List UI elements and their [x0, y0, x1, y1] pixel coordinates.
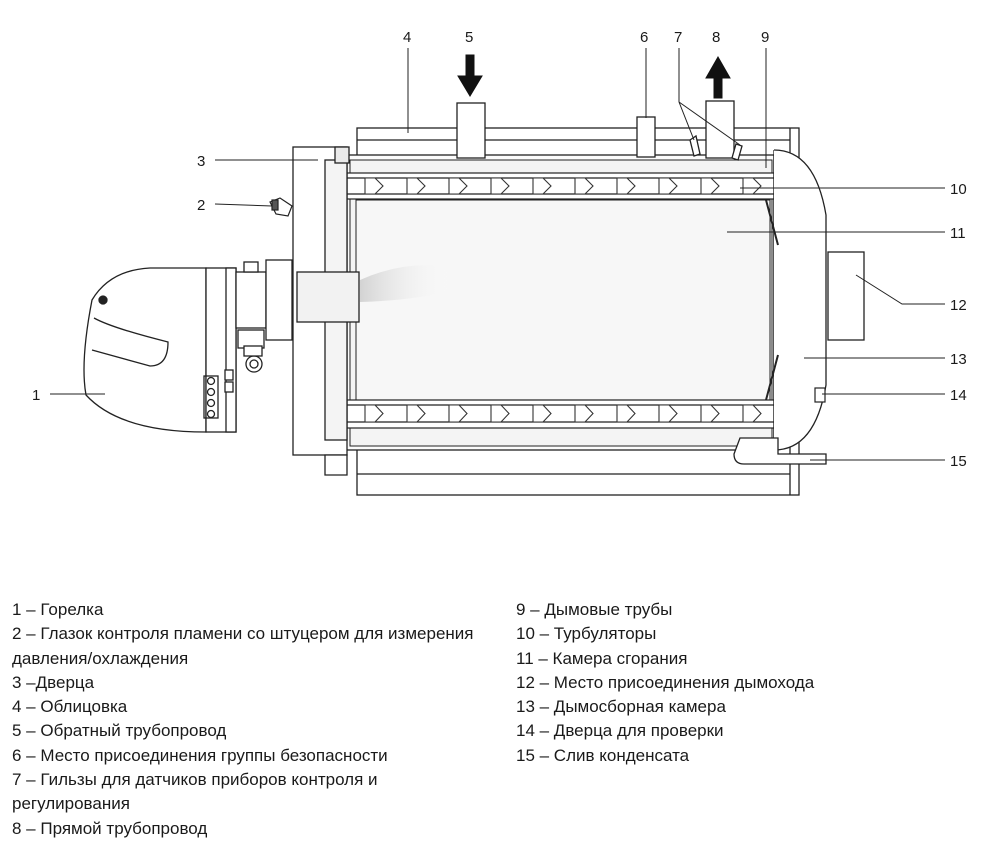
- legend-item-8: 8 – Прямой трубопровод: [12, 818, 208, 838]
- callout-1: 1: [32, 387, 40, 404]
- callout-13: 13: [950, 351, 967, 368]
- callout-3: 3: [197, 153, 205, 170]
- smoke-chamber: [765, 149, 827, 451]
- bottom-smoke-tube: [345, 399, 775, 429]
- legend-item-14: 14 – Дверца для проверки: [516, 721, 724, 741]
- burner: [83, 259, 293, 433]
- legend-item-9: 9 – Дымовые трубы: [516, 600, 673, 619]
- callout-15: 15: [950, 453, 967, 470]
- callout-9: 9: [761, 29, 769, 46]
- legend-item-15: 15 – Слив конденсата: [516, 745, 690, 765]
- callout-7: 7: [674, 29, 682, 46]
- legend-right-column: 9 – Дымовые трубы 10 – Турбуляторы 11 – …: [516, 598, 956, 768]
- legend-item-11: 11 – Камера сгорания: [516, 648, 688, 668]
- legend-item-10: 10 – Турбуляторы: [516, 624, 657, 644]
- legend-item-13: 13 – Дымосборная камера: [516, 697, 726, 717]
- boiler-cross-section-diagram: 1 2 3 4 5 6 7 8 9 10 11 12 13 14 15: [32, 29, 967, 496]
- flame-inspection-glass: [269, 197, 293, 217]
- front-door: [292, 146, 360, 476]
- legend-item-3: 3 –Дверца: [12, 672, 95, 692]
- callout-5: 5: [465, 29, 473, 46]
- legend-item-12: 12 – Место присоединения дымохода: [516, 672, 815, 692]
- legend-item-1: 1 – Горелка: [12, 600, 104, 619]
- legend-item-5: 5 – Обратный трубопровод: [12, 721, 227, 741]
- top-pipes: [456, 100, 743, 161]
- flow-arrows: [457, 54, 731, 99]
- callout-12: 12: [950, 297, 967, 314]
- legend-item-7: 7 – Гильзы для датчиков приборов контрол…: [12, 770, 378, 814]
- top-smoke-tube: [345, 172, 775, 200]
- inspection-door: [814, 387, 826, 403]
- leader-lines: [50, 48, 945, 461]
- chimney-connection: [827, 251, 865, 341]
- callout-14: 14: [950, 387, 967, 404]
- callout-10: 10: [950, 181, 967, 198]
- flame: [360, 265, 455, 302]
- callout-2: 2: [197, 197, 205, 214]
- callout-4: 4: [403, 29, 411, 46]
- legend-left-column: 1 – Горелка 2 – Глазок контроля пламени …: [12, 598, 492, 841]
- legend-item-4: 4 – Облицовка: [12, 697, 128, 717]
- condensate-drain: [733, 437, 827, 465]
- callout-6: 6: [640, 29, 648, 46]
- callout-11: 11: [950, 225, 966, 242]
- legend-item-6: 6 – Место присоединения группы безопасно…: [12, 745, 388, 765]
- legend-item-2: 2 – Глазок контроля пламени со штуцером …: [12, 624, 474, 668]
- callout-8: 8: [712, 29, 720, 46]
